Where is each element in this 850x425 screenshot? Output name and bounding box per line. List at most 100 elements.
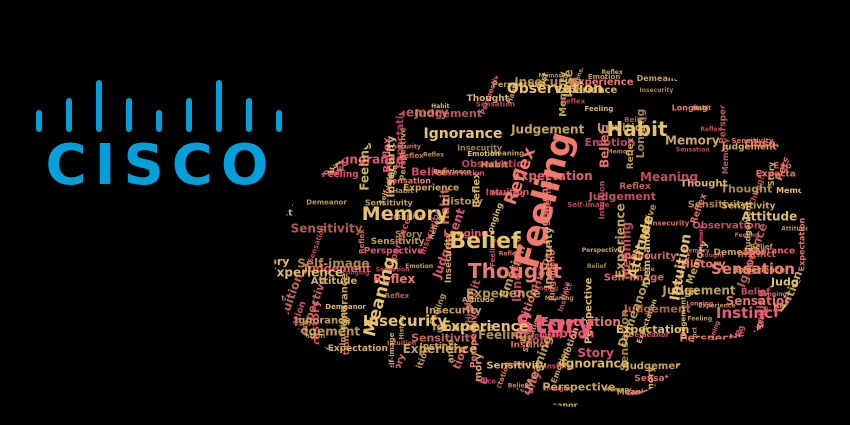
word-cloud-word: Emotion [539,326,595,340]
cisco-bar [186,98,192,132]
word-cloud-word: Story [577,346,614,360]
word-cloud-word: Attitude [311,276,358,287]
word-cloud-word: Expectation [336,111,346,171]
word-cloud-word: Reflex [358,229,366,254]
word-cloud-word: Story [516,310,595,340]
word-cloud-word: Expectation [773,161,815,171]
word-cloud-word: Reflex [385,292,410,300]
word-cloud-word: Habit [481,160,509,170]
word-cloud-word: Meaning [490,149,524,157]
word-cloud-word: Feeling [322,170,359,180]
word-cloud-word: Meaning [544,172,554,215]
word-cloud-word: Sensitivity [371,237,425,247]
word-cloud-word: Sensation [476,100,515,108]
word-cloud-word: Habit [671,288,699,298]
word-cloud-word: Insecurity [754,80,788,87]
word-cloud-word: Observation [255,347,315,358]
word-cloud-word: Self-image [567,201,609,209]
word-cloud-word: Perspective [608,58,655,66]
word-cloud-word: Sensitivity [297,347,333,354]
word-cloud-word: Intuition [597,121,650,134]
word-cloud-word: Demeanor [325,303,366,311]
word-cloud-word: Habit [536,404,554,411]
word-cloud-word: Sensitivity [426,381,475,390]
word-cloud-word: Sensitivity [255,144,305,155]
word-cloud-word: Expectation [541,315,621,329]
word-cloud-word: Self-image [774,350,815,363]
word-cloud-word: Attitude [781,226,809,233]
cisco-bar [156,110,162,132]
word-cloud-word: Reflex [438,68,459,75]
word-cloud-word: Memory [263,64,318,78]
word-cloud-word: Sensitivity [526,333,562,340]
word-cloud-word: Demeanor [637,74,683,83]
word-cloud-word: Belief [508,383,528,390]
word-cloud-word: Reflex [619,182,651,192]
word-cloud-word: Judgement [414,107,482,120]
word-cloud-word: Sensitivity [365,199,414,208]
word-cloud-word: Insecurity [514,75,582,89]
word-cloud-word: Feeling [735,232,760,239]
word-cloud-word: Reflex [373,272,415,286]
word-cloud-word: Demeanor [265,176,306,184]
word-cloud-word: Judgement [625,361,687,372]
word-cloud-word: Experience [571,77,633,88]
word-cloud-word: Observation [277,332,325,340]
word-cloud-word: Story [768,398,786,405]
word-cloud-word: Observation [759,59,814,68]
word-cloud-word: Belief [449,229,521,254]
word-cloud-word: Emotion [585,136,636,149]
word-cloud-word: Judgement [770,275,815,288]
word-cloud-word: Thought [288,344,322,352]
word-cloud-word: Feeling [378,377,403,384]
word-cloud-word: Belief [587,263,607,270]
word-cloud-word: Judgement [661,284,736,298]
word-cloud-word: Judgement [548,252,557,302]
cisco-bar [276,110,282,132]
cisco-bar [96,80,102,132]
word-cloud-word: Insecurity [669,388,737,402]
word-cloud-word: History [442,196,483,207]
word-cloud-word: Experience [735,266,785,275]
word-cloud-word: Reflex [382,137,393,173]
word-cloud-word: Thought [316,58,368,71]
word-cloud-word: Belief [597,128,611,168]
word-cloud-word: Insecurity [457,143,503,152]
word-cloud-word: Experience [433,168,470,175]
word-cloud-word: Sensation [398,56,448,66]
word-cloud-word: History [654,384,679,391]
word-cloud-word: Insecurity [308,93,316,133]
word-cloud-word: Longing [342,270,369,277]
word-cloud-word: Observation [507,81,603,97]
word-cloud-word: Feeling [585,105,614,113]
word-cloud-word: Belief [268,335,288,342]
word-cloud-word: Memory [607,149,634,156]
word-cloud-word: Emotion [354,70,373,103]
word-cloud-word: Sensitivity [732,137,774,145]
word-cloud-word: Perspective [364,246,424,256]
word-cloud-word: Sensitivity [688,200,748,211]
word-cloud-word: Sensitivity [722,38,735,97]
word-cloud-word: Habit [263,295,285,303]
word-cloud-word: Feeling [478,328,527,342]
word-cloud-word: Emotion [588,73,620,81]
word-cloud-word: Longing [760,291,787,298]
word-cloud-word: Memory [334,116,366,124]
word-cloud-word: Perspective [399,127,408,181]
word-cloud-word: Memory [604,387,631,394]
word-cloud-word: Perspective [479,69,502,116]
word-cloud-word: Experience [441,319,528,335]
word-cloud-word: History [465,290,474,323]
word-cloud-word: Ignorance [304,90,338,97]
word-cloud-word: Sensitivity [721,202,775,212]
word-cloud-word: Reflex [423,152,444,159]
word-cloud-word: Memory [665,134,720,148]
word-cloud-word: Demeanor [306,199,347,207]
word-cloud-word: Insecurity [640,87,674,94]
word-cloud-word: Reflex [472,172,483,208]
word-cloud-word: Perspective [286,147,296,207]
word-cloud-word: Judgement [510,122,585,136]
word-cloud-word: Story [320,122,338,129]
word-cloud-word: Memory [721,137,730,174]
word-cloud-word: Insecurity [562,38,576,98]
